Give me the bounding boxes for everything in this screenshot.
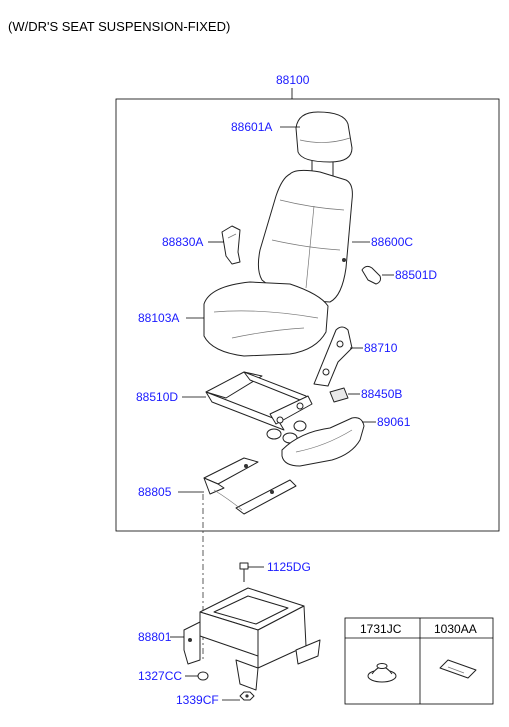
- label-88600c: 88600C: [371, 235, 413, 249]
- headrest-drawing: [295, 111, 353, 180]
- label-88710: 88710: [364, 341, 398, 355]
- legend-table: 1731JC 1030AA: [344, 617, 494, 705]
- knob-drawing: [361, 265, 381, 285]
- bracket-drawing: [203, 457, 297, 515]
- assembly-frame: [115, 98, 500, 532]
- label-88830a: 88830A: [162, 235, 203, 249]
- side-cover-drawing: [281, 417, 365, 467]
- label-88450b: 88450B: [361, 387, 402, 401]
- lever-knob-drawing: [329, 387, 349, 403]
- label-88501d: 88501D: [395, 268, 437, 282]
- label-1327cc: 1327CC: [138, 669, 182, 683]
- label-1125dg: 1125DG: [267, 560, 311, 574]
- slide-track-drawing: [205, 371, 313, 431]
- legend-header-1731jc: 1731JC: [360, 622, 402, 636]
- cap-drawing: [197, 671, 209, 681]
- recliner-lever-drawing: [313, 326, 353, 387]
- cushion-drawing: [203, 281, 329, 357]
- label-88100: 88100: [276, 73, 310, 87]
- washers-drawing: [266, 420, 307, 444]
- base-frame-drawing: [183, 587, 321, 691]
- label-1339cf: 1339CF: [176, 693, 219, 707]
- buckle-drawing: [221, 225, 241, 265]
- diagram-title: (W/DR'S SEAT SUSPENSION-FIXED): [8, 19, 230, 34]
- label-89061: 89061: [377, 415, 411, 429]
- bolt-drawing: [239, 562, 249, 582]
- legend-header-1030aa: 1030AA: [434, 622, 477, 636]
- label-88805: 88805: [138, 485, 172, 499]
- label-88103a: 88103A: [138, 311, 179, 325]
- label-88510d: 88510D: [136, 390, 178, 404]
- seat-back-drawing: [257, 169, 353, 303]
- label-88801: 88801: [138, 630, 172, 644]
- nut-drawing: [239, 691, 255, 701]
- legend-part-1731jc: [367, 663, 397, 683]
- label-88601a: 88601A: [231, 120, 272, 134]
- legend-part-1030aa: [439, 659, 477, 679]
